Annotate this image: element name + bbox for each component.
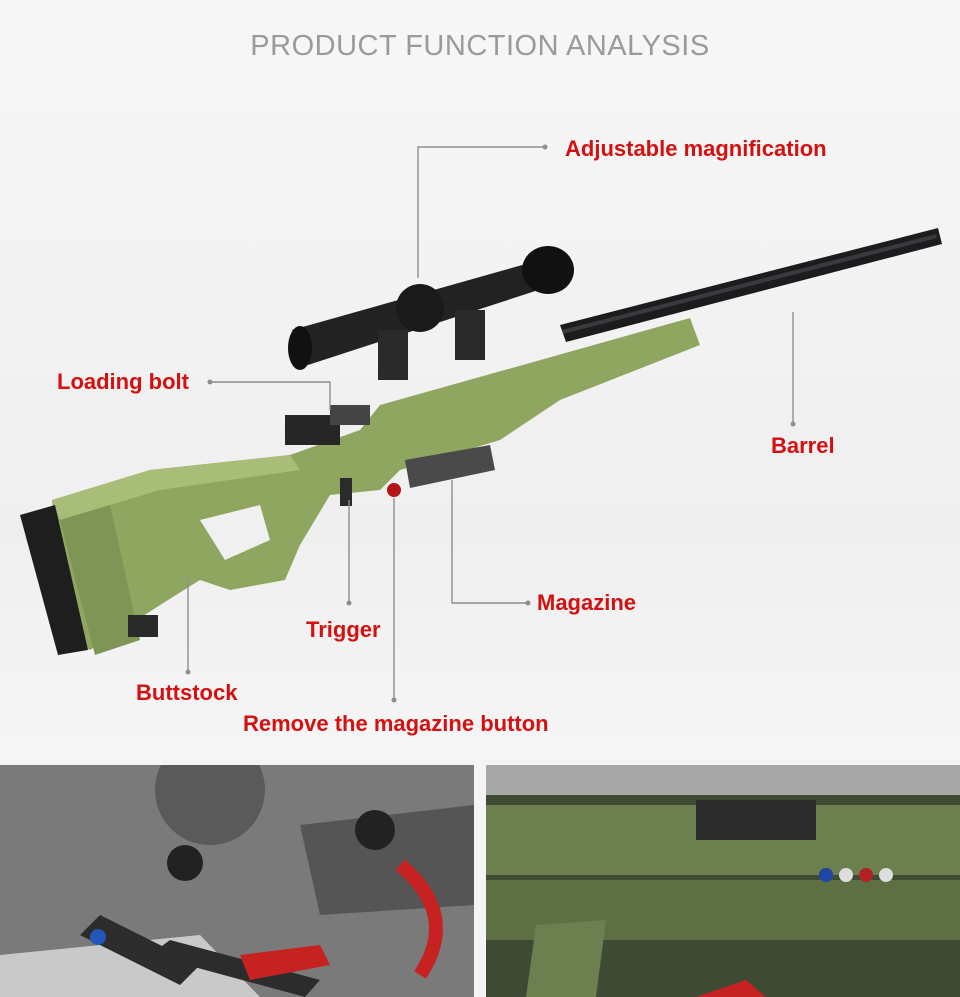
bolt-part bbox=[285, 405, 370, 445]
callout-magazine: Magazine bbox=[537, 590, 637, 615]
trigger-part bbox=[340, 478, 401, 506]
receiver-detail-image bbox=[486, 765, 960, 997]
callout-remove-magazine-button: Remove the magazine button bbox=[243, 711, 549, 736]
callout-barrel: Barrel bbox=[771, 433, 835, 458]
callout-loading-bolt: Loading bolt bbox=[57, 369, 189, 394]
magazine-part bbox=[405, 445, 495, 488]
scope-part bbox=[288, 246, 574, 380]
scope-mount-detail-image bbox=[0, 765, 474, 997]
barrel-part bbox=[560, 228, 942, 342]
rifle-body-part bbox=[52, 318, 700, 655]
callout-trigger: Trigger bbox=[306, 617, 381, 642]
rifle-illustration bbox=[20, 144, 942, 703]
callout-adjustable-magnification: Adjustable magnification bbox=[565, 136, 827, 161]
callout-buttstock: Buttstock bbox=[136, 680, 238, 705]
leader-lines bbox=[185, 144, 796, 703]
buttstock-part bbox=[20, 505, 158, 655]
page-title: PRODUCT FUNCTION ANALYSIS bbox=[250, 30, 710, 62]
